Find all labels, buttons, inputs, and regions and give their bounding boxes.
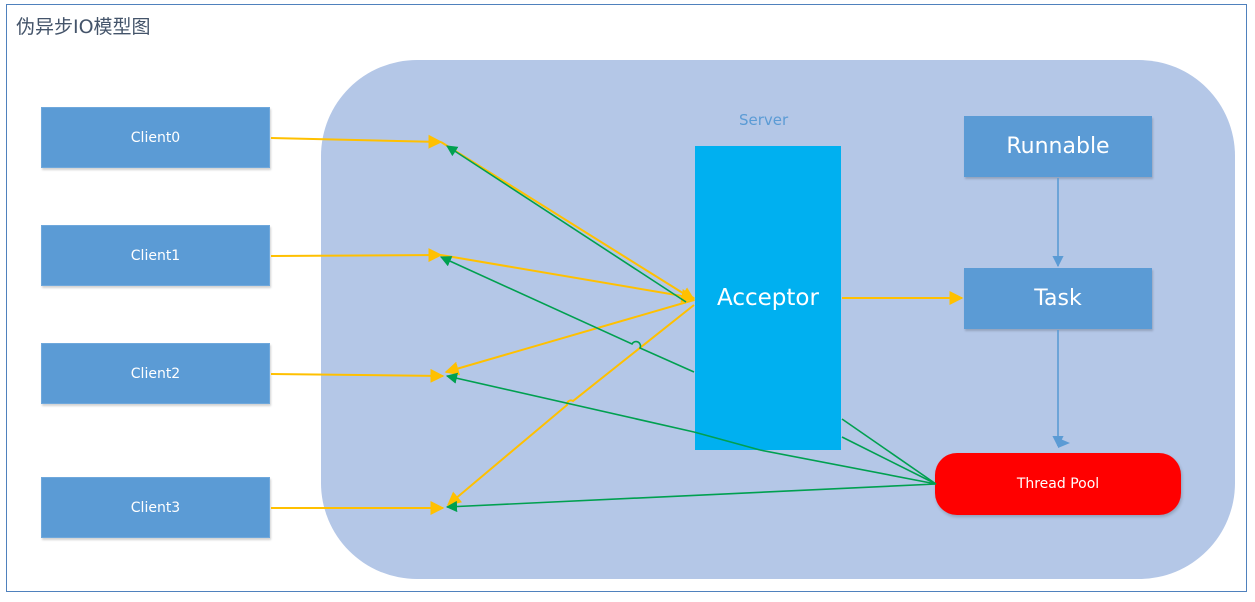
thread-pool-box: Thread Pool — [935, 453, 1181, 515]
acceptor-link-3 — [446, 304, 695, 506]
acceptor-box: Acceptor — [695, 146, 841, 450]
pool-arrow-tip — [1058, 438, 1070, 448]
task-box: Task — [964, 268, 1152, 329]
acceptor-link-1 — [440, 254, 696, 303]
pool-link-a — [841, 418, 937, 485]
pool-link-d — [693, 431, 761, 451]
acceptor-link-0 — [440, 141, 696, 301]
server-label: Server — [739, 111, 789, 129]
response-to-client3 — [445, 483, 937, 513]
pool-link-b — [841, 436, 937, 485]
response-to-client1 — [439, 256, 695, 373]
runnable-box: Runnable — [964, 116, 1152, 177]
client-box-2: Client2 — [41, 343, 270, 404]
client0-request-arrow — [270, 134, 443, 149]
client-box-1: Client1 — [41, 225, 270, 286]
diagram-frame — [6, 4, 1247, 592]
diagram-title: 伪异步IO模型图 — [16, 16, 151, 38]
client1-request-arrow — [270, 248, 443, 263]
response-to-client2 — [445, 372, 695, 433]
acceptor-link-2 — [444, 299, 695, 376]
client-box-3: Client3 — [41, 477, 270, 538]
client-box-0: Client0 — [41, 107, 270, 168]
pool-link-c — [759, 449, 937, 485]
response-to-client0 — [446, 145, 687, 303]
client2-request-arrow — [270, 368, 445, 383]
